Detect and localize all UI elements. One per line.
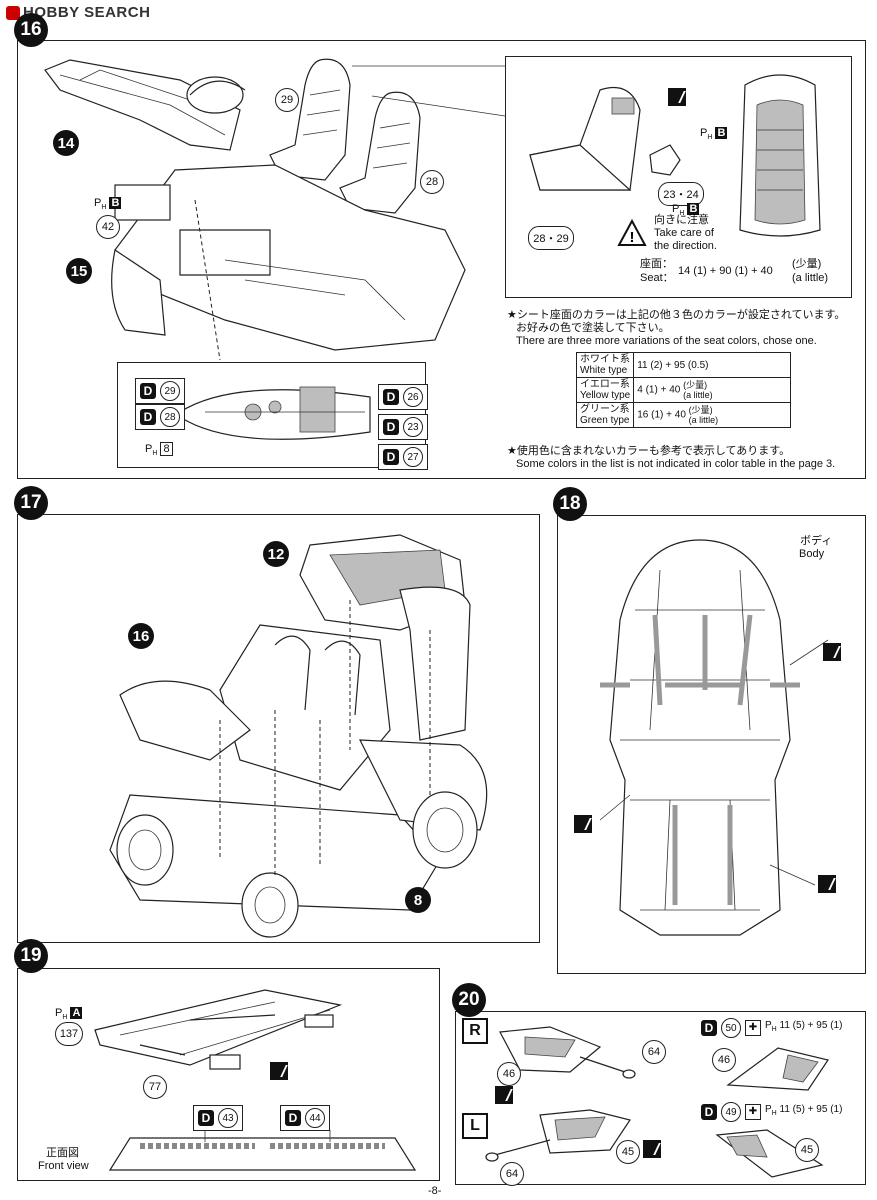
color-formula-cell: 11 (2) + 95 (0.5)	[633, 352, 792, 378]
part-8-label: 8	[405, 887, 431, 913]
ph-b-label-3: PH B	[700, 127, 728, 142]
ph8-label: PH 8	[145, 442, 173, 460]
seat-formula: 14 (1) + 90 (1) + 40	[678, 265, 773, 277]
step16-cockpit-drawing	[179, 386, 371, 440]
step20-formula-top: PH 11 (5) + 95 (1)	[765, 1020, 843, 1033]
part-42-label: 42	[96, 215, 120, 239]
caution-en-1: Take care of	[654, 227, 714, 239]
note2-jp: ★使用色に含まれないカラーも参考で表示してあります。	[507, 445, 791, 457]
step20-left-intake-drawing	[485, 1109, 631, 1162]
caution-triangle-icon: !	[617, 218, 647, 246]
paint-brush-icon	[495, 1086, 513, 1104]
step16-seat-front-drawing	[739, 74, 821, 237]
step20-right-intake-drawing	[499, 1026, 636, 1079]
right-side-label: R	[462, 1018, 488, 1044]
paint-brush-icon	[668, 88, 686, 106]
part-29-label: 29	[275, 88, 299, 112]
seat-jp: 座面：	[640, 258, 673, 270]
step19-rear-wing-drawing	[94, 989, 343, 1070]
caution-en-2: the direction.	[654, 240, 717, 252]
ph-a-label: PH A	[55, 1007, 83, 1022]
part-28-label: 28	[420, 170, 444, 194]
svg-text:!: !	[630, 229, 635, 246]
paint-brush-icon	[270, 1062, 288, 1080]
step20-left-decal-drawing	[715, 1129, 824, 1178]
note1-en: There are three more variations of the s…	[516, 335, 817, 347]
part-137-label: 137	[55, 1022, 83, 1046]
logo-mark-icon	[6, 5, 20, 20]
step16-seat-side-drawing	[529, 86, 681, 191]
seat-little-jp: (少量)	[792, 258, 822, 270]
mask-paint-icon	[823, 643, 841, 661]
step20-number: 20	[452, 983, 486, 1017]
step17-assembly-drawing	[109, 534, 488, 938]
front-view-jp: 正面図	[46, 1147, 79, 1159]
seat-pointer-lines	[352, 65, 506, 117]
step18-body-topview	[599, 539, 829, 936]
note1-jp2: お好みの色で塗装して下さい。	[516, 322, 670, 334]
seat-en: Seat：	[640, 272, 674, 284]
page-number: -8-	[428, 1185, 442, 1197]
color-formula-cell: 16 (1) + 40 (少量)(a little)	[633, 402, 792, 428]
color-formula-cell: 4 (1) + 40 (少量)(a little)	[633, 377, 792, 403]
mask-paint-icon	[574, 815, 592, 833]
paint-brush-icon	[643, 1140, 661, 1158]
step19-number: 19	[14, 939, 48, 973]
part-23-24-label: 23・24	[658, 182, 704, 206]
part-64-label-r: 64	[642, 1040, 666, 1064]
body-label-jp: ボディ	[800, 535, 833, 547]
step19-front-view-drawing	[108, 1130, 417, 1171]
part-45-label-l: 45	[616, 1140, 640, 1164]
caution-jp: 向きに注意	[654, 214, 709, 226]
seat-little-en: (a little)	[792, 272, 829, 284]
front-view-en: Front view	[38, 1160, 89, 1172]
part-46-label-r: 46	[497, 1062, 521, 1086]
ph-b-label-1: PH B	[94, 197, 122, 212]
part-64-label-l: 64	[500, 1162, 524, 1186]
step20-formula-bottom: PH 11 (5) + 95 (1)	[765, 1104, 843, 1117]
part-15-label: 15	[66, 258, 92, 284]
part-28-29-label: 28・29	[528, 226, 574, 250]
part-46-label-detail: 46	[712, 1048, 736, 1072]
step16-chassis-tub	[111, 164, 466, 361]
note1-jp: ★シート座面のカラーは上記の他３色のカラーが設定されています。	[507, 309, 846, 321]
step16-dashboard-drawing	[44, 59, 246, 151]
mask-paint-icon: ✚	[745, 1104, 761, 1120]
left-side-label: L	[462, 1113, 488, 1139]
step18-number: 18	[553, 487, 587, 521]
hobby-search-logo: HOBBY SEARCH	[6, 4, 150, 21]
body-label-en: Body	[799, 548, 825, 560]
step16-number: 16	[14, 13, 48, 47]
step20-right-decal-drawing	[726, 1047, 829, 1091]
part-16-label: 16	[128, 623, 154, 649]
part-14-label: 14	[53, 130, 79, 156]
step17-number: 17	[14, 486, 48, 520]
ph-b-label-2: PH B	[672, 203, 700, 218]
mask-paint-icon: ✚	[745, 1020, 761, 1036]
part-77-label: 77	[143, 1075, 167, 1099]
note2-en: Some colors in the list is not indicated…	[516, 458, 836, 470]
part-45-label-detail: 45	[795, 1138, 819, 1162]
mask-paint-icon	[818, 875, 836, 893]
part-12-label: 12	[263, 541, 289, 567]
logo-text: HOBBY SEARCH	[23, 4, 151, 21]
